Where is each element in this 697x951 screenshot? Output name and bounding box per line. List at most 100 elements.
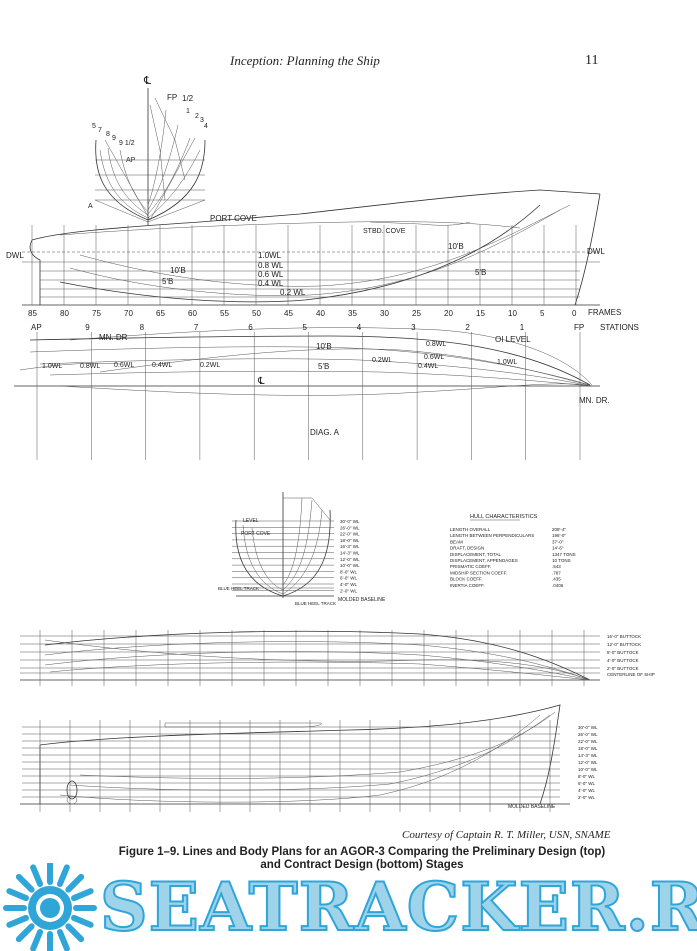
buttock-label: 4'-0" BUTTOCK	[607, 658, 639, 663]
figure-credit: Courtesy of Captain R. T. Miller, USN, S…	[402, 829, 611, 841]
buttock-label: 2'-0" BUTTOCK	[607, 666, 639, 671]
bbp-waterline-label: 12'-0" WL	[340, 557, 360, 562]
buttock-label: 16'-0" BUTTOCK	[607, 634, 641, 639]
hb-wl-1-0: 1.0WL	[42, 363, 62, 370]
body-plan-label-ap: AP	[126, 157, 136, 164]
watermark: SEATRACKER.RU	[0, 858, 697, 951]
frame-label: 15	[476, 309, 485, 318]
hb-buttock-5: 5'B	[318, 362, 329, 371]
bp-waterline-label: 14'-3" WL	[578, 753, 598, 758]
main-deck-left-label: MN. DR	[99, 333, 128, 342]
lines-plan-drawing: ℄ FP 1/2 1 2 3 4 5 7 8 9 9 1/2 AP A	[6, 75, 655, 812]
sun-icon	[3, 863, 97, 951]
frame-label: 25	[412, 309, 421, 318]
frame-label: 40	[316, 309, 325, 318]
hb-wl-0-2: 0.2WL	[200, 362, 220, 369]
frame-label: 75	[92, 309, 101, 318]
hull-char-label: BEAM	[450, 539, 463, 544]
frame-label: 50	[252, 309, 261, 318]
bp-waterline-label: 22'-0" WL	[578, 739, 598, 744]
sun-ray	[56, 929, 70, 951]
dwl-right-label: DWL	[587, 247, 605, 256]
body-plan-label-fp: FP	[167, 93, 177, 102]
hull-char-label: DRAFT, DESIGN	[450, 546, 484, 551]
hull-char-value: .0406	[552, 583, 564, 588]
running-head: Inception: Planning the Ship	[230, 53, 380, 68]
oi-level-label: OI LEVEL	[495, 335, 531, 344]
frame-label: 45	[284, 309, 293, 318]
wl-0-2-label: 0.2 WL	[280, 288, 306, 297]
bp-waterline-label: 18'-0" WL	[578, 746, 598, 751]
sun-ray	[15, 923, 35, 943]
body-plan-label-1: 1	[186, 108, 190, 115]
bbp-waterline-label: 26'-0" WL	[340, 525, 360, 530]
body-plan-label-9: 9	[112, 135, 116, 142]
station-label: 6	[248, 323, 253, 332]
sun-ray	[65, 923, 85, 943]
bbp-waterline-label: 18'-0" WL	[340, 538, 360, 543]
bp-waterline-label: 30'-0" WL	[578, 725, 598, 730]
main-deck-right-label: MN. DR.	[579, 396, 610, 405]
frame-label: 10	[508, 309, 517, 318]
station-label: 4	[357, 323, 362, 332]
body-plan-centerline-mark: ℄	[143, 75, 151, 87]
buttock-label: CENTERLINE OF SHIP	[607, 672, 655, 677]
body-plan-label-5: 5	[92, 123, 96, 130]
hb-wl-0-4-right: 0.4WL	[418, 363, 438, 370]
station-label: 2	[465, 323, 470, 332]
hull-char-label: LENGTH OVERALL	[450, 527, 491, 532]
contract-half-breadth: 16'-0" BUTTOCK 12'-0" BUTTOCK 8'-0" BUTTOC…	[20, 630, 655, 686]
sun-ray	[15, 873, 35, 893]
hull-char-value: 10 TONS	[552, 558, 571, 563]
hb-wl-0-6-right: 0.6WL	[424, 354, 444, 361]
buttock-5-left-label: 5'B	[162, 277, 173, 286]
hull-char-value: 196'-0"	[552, 533, 566, 538]
body-plan-label-2: 2	[195, 113, 199, 120]
hb-wl-0-8-right: 0.8WL	[426, 341, 446, 348]
hull-char-value: 208'-4"	[552, 527, 566, 532]
watermark-text: SEATRACKER.RU	[99, 867, 697, 947]
buttock-label: 12'-0" BUTTOCK	[607, 642, 641, 647]
body-plan-label-3: 3	[200, 117, 204, 124]
frame-label: 85	[28, 309, 37, 318]
bbp-port-cove: PORT COVE	[241, 531, 271, 537]
frame-label: 60	[188, 309, 197, 318]
sun-ray	[6, 914, 29, 928]
hb-wl-0-8: 0.8WL	[80, 363, 100, 370]
body-plan-label-half: 1/2	[182, 94, 194, 103]
hull-char-label: DISPLACEMENT, TOTAL	[450, 552, 502, 557]
bbp-waterline-label: 14'-3" WL	[340, 551, 360, 556]
station-label: 9	[85, 323, 90, 332]
station-label: AP	[31, 323, 42, 332]
bbp-molded-baseline: MOLDED BASELINE	[338, 597, 386, 603]
hull-char-value: .435	[552, 577, 561, 582]
station-label: 3	[411, 323, 416, 332]
bbp-waterline-label: 4'-0" WL	[340, 582, 357, 587]
hull-char-value: 14'-6"	[552, 546, 564, 551]
wl-0-4-label: 0.4 WL	[258, 279, 284, 288]
buttock-10-right-label: 10'B	[448, 242, 464, 251]
buttock-label: 8'-0" BUTTOCK	[607, 650, 639, 655]
frames-label: FRAMES	[588, 308, 621, 317]
bbp-waterline-label: 22'-0" WL	[340, 532, 360, 537]
hb-buttock-10: 10'B	[316, 342, 332, 351]
hull-char-label: INERTIA COEFF.	[450, 583, 485, 588]
preliminary-profile: PORT COVE STBD. COVE DWL DWL 1.0WL 0.8 W…	[6, 189, 621, 318]
frame-label: 70	[124, 309, 133, 318]
station-label: 5	[303, 323, 308, 332]
bbp-waterline-label: 6'-0" WL	[340, 576, 357, 581]
bbp-waterline-label: 8'-0" WL	[340, 569, 357, 574]
preliminary-body-plan: ℄ FP 1/2 1 2 3 4 5 7 8 9 9 1/2 AP A	[88, 75, 208, 225]
frame-label: 30	[380, 309, 389, 318]
port-cove-label: PORT COVE	[210, 214, 257, 223]
bp-waterline-label: 8'-0" WL	[578, 774, 595, 779]
stbd-cove-label: STBD. COVE	[363, 228, 406, 235]
hull-char-value: .787	[552, 570, 561, 575]
caption-line-2: and Contract Design (bottom) Stages	[260, 859, 464, 871]
hb-wl-0-2-right: 0.2WL	[372, 357, 392, 364]
